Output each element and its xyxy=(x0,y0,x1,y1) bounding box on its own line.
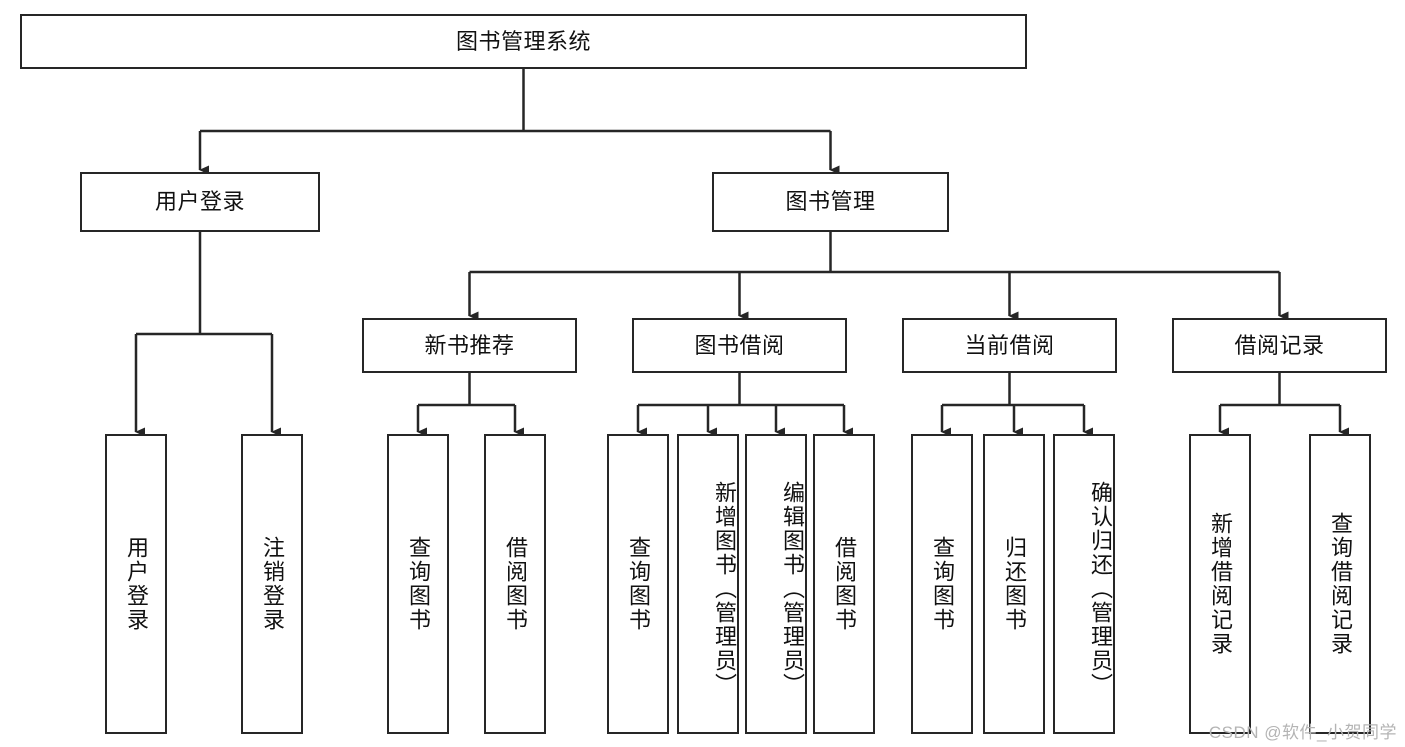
node-label: 图书管理 xyxy=(785,189,876,215)
node-label: 查询图书 xyxy=(625,536,651,632)
node-label: 图书管理系统 xyxy=(455,28,591,54)
node-label: 新增借阅记录 xyxy=(1207,512,1233,656)
node-label: 新增图书（管理员） xyxy=(712,481,737,697)
leaf-node-10[interactable]: 确认归还（管理员） xyxy=(1053,434,1115,734)
leaf-node-12[interactable]: 查询借阅记录 xyxy=(1309,434,1371,734)
node-label: 用户登录 xyxy=(154,189,245,215)
leaf-node-6[interactable]: 编辑图书（管理员） xyxy=(745,434,807,734)
node-label: 归还图书 xyxy=(1001,536,1027,632)
leaf-node-8[interactable]: 查询图书 xyxy=(911,434,973,734)
node-label: 新书推荐 xyxy=(424,332,515,358)
leaf-node-7[interactable]: 借阅图书 xyxy=(813,434,875,734)
leaf-node-4[interactable]: 查询图书 xyxy=(607,434,669,734)
leaf-node-0[interactable]: 用户登录 xyxy=(105,434,167,734)
node-label: 查询图书 xyxy=(405,536,431,632)
node-label: 当前借阅 xyxy=(964,332,1055,358)
node-label: 查询图书 xyxy=(929,536,955,632)
level3-node-3[interactable]: 借阅记录 xyxy=(1172,318,1387,373)
root-node-0[interactable]: 图书管理系统 xyxy=(20,14,1027,69)
level2-node-1[interactable]: 图书管理 xyxy=(712,172,949,232)
node-label: 确认归还（管理员） xyxy=(1088,481,1113,697)
node-label: 图书借阅 xyxy=(694,332,785,358)
leaf-node-9[interactable]: 归还图书 xyxy=(983,434,1045,734)
level3-node-2[interactable]: 当前借阅 xyxy=(902,318,1117,373)
node-label: 注销登录 xyxy=(259,536,285,632)
leaf-node-3[interactable]: 借阅图书 xyxy=(484,434,546,734)
leaf-node-11[interactable]: 新增借阅记录 xyxy=(1189,434,1251,734)
level3-node-1[interactable]: 图书借阅 xyxy=(632,318,847,373)
node-label: 用户登录 xyxy=(123,536,149,632)
node-label: 编辑图书（管理员） xyxy=(780,481,805,697)
level3-node-0[interactable]: 新书推荐 xyxy=(362,318,577,373)
node-label: 借阅记录 xyxy=(1234,332,1325,358)
node-label: 借阅图书 xyxy=(831,536,857,632)
leaf-node-1[interactable]: 注销登录 xyxy=(241,434,303,734)
node-label: 借阅图书 xyxy=(502,536,528,632)
leaf-node-2[interactable]: 查询图书 xyxy=(387,434,449,734)
node-label: 查询借阅记录 xyxy=(1327,512,1353,656)
level2-node-0[interactable]: 用户登录 xyxy=(80,172,320,232)
leaf-node-5[interactable]: 新增图书（管理员） xyxy=(677,434,739,734)
